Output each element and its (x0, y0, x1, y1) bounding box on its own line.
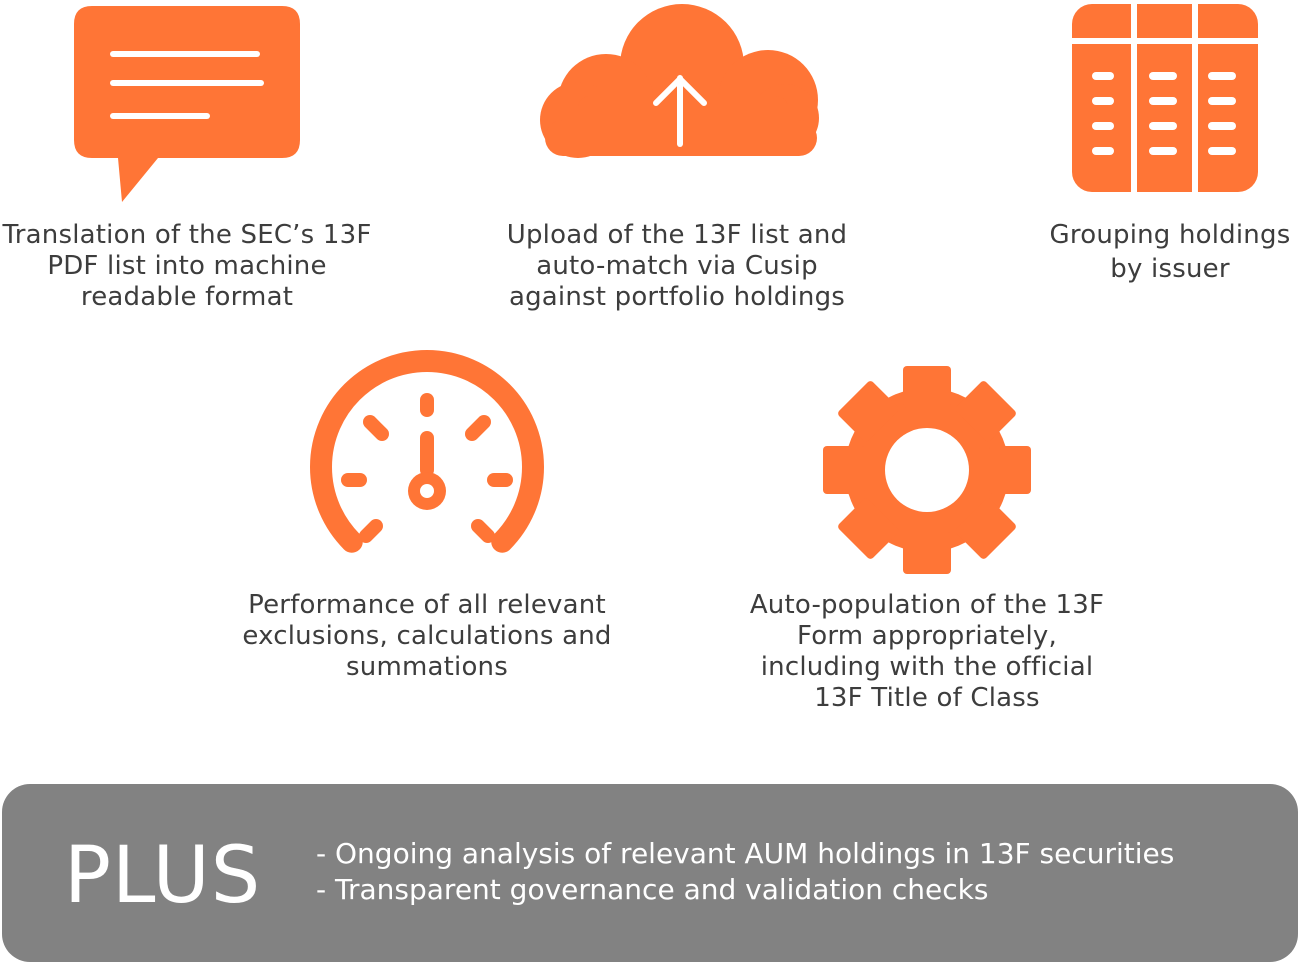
caption-line: Upload of the 13F list and (506, 220, 848, 250)
plus-item: - Transparent governance and validation … (316, 873, 989, 906)
caption-line: auto-match via Cusip (536, 251, 818, 281)
feature-upload-caption: Upload of the 13F list and auto-match vi… (490, 220, 864, 313)
plus-item: - Ongoing analysis of relevant AUM holdi… (316, 837, 1175, 870)
caption-line: PDF list into machine (47, 251, 327, 281)
caption-line: summations (346, 652, 508, 682)
caption-line: Grouping holdings (1049, 220, 1291, 250)
feature-grouping-caption: Grouping holdings by issuer (1040, 220, 1300, 285)
feature-performance-caption: Performance of all relevant exclusions, … (232, 590, 622, 683)
caption-line: Performance of all relevant (248, 590, 606, 620)
plus-list: - Ongoing analysis of relevant AUM holdi… (316, 836, 1174, 908)
caption-line: exclusions, calculations and (242, 621, 612, 651)
caption-line: Auto-population of the 13F (749, 590, 1105, 620)
plus-title: PLUS (64, 831, 262, 921)
caption-line: by issuer (1110, 254, 1230, 284)
plus-panel: PLUS - Ongoing analysis of relevant AUM … (2, 784, 1298, 962)
caption-line: 13F Title of Class (814, 683, 1040, 713)
feature-translation-caption: Translation of the SEC’s 13F PDF list in… (0, 220, 374, 313)
caption-line: including with the official (760, 652, 1094, 682)
feature-autopopulation-caption: Auto-population of the 13F Form appropri… (730, 590, 1124, 714)
caption-line: against portfolio holdings (508, 282, 846, 312)
caption-line: Translation of the SEC’s 13F (2, 220, 372, 250)
caption-line: Form appropriately, (797, 621, 1057, 651)
caption-line: readable format (80, 282, 294, 312)
